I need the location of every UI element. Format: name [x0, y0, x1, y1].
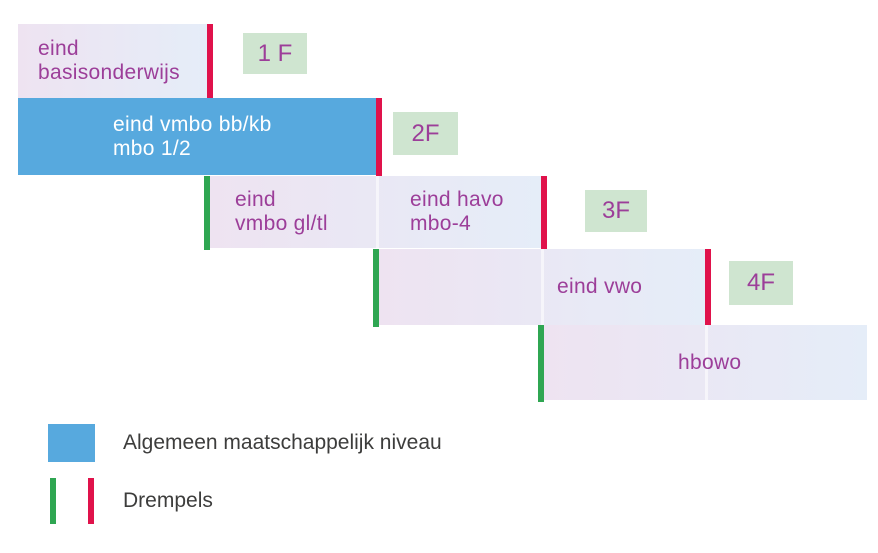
bar-eind-vmbo-bb-kb: eind vmbo bb/kb mbo 1/2 [18, 98, 376, 175]
bar-eind-vmbo-bb-kb-label: eind vmbo bb/kb mbo 1/2 [18, 98, 376, 175]
bar-vmbo-gltl-havo-mbo4: eind vmbo gl/tl eind havo mbo-4 [210, 176, 541, 248]
label-line: eind [38, 37, 79, 60]
legend-green-threshold-tick [50, 478, 56, 524]
label-line: basisonderwijs [38, 61, 180, 84]
label-line: eind havo [410, 188, 504, 211]
bar-eind-vwo: eind vwo [379, 249, 705, 325]
label-line: eind vwo [557, 275, 643, 298]
bar-hbowo-label: hbowo [678, 351, 741, 375]
bar-section-seam [541, 249, 544, 325]
threshold-red-line-4f [705, 249, 711, 328]
level-badge-1f-label: 1 F [257, 39, 293, 67]
level-badge-2f: 2F [393, 112, 458, 155]
level-badge-4f: 4F [729, 261, 793, 305]
bar-section-seam [705, 325, 708, 400]
level-badge-3f-label: 3F [601, 197, 630, 224]
level-badge-2f-label: 2F [411, 119, 440, 147]
label-line: hbowo [678, 350, 742, 374]
threshold-red-line-1f [207, 24, 213, 100]
label-line: mbo 1/2 [113, 136, 191, 160]
level-badge-3f: 3F [585, 190, 647, 232]
label-line: eind [235, 188, 276, 211]
level-badge-4f-label: 4F [746, 269, 775, 296]
label-line: mbo-4 [410, 212, 472, 235]
bar-eind-basisonderwijs: eind basisonderwijs [18, 24, 207, 98]
legend-general-level-label: Algemeen maatschappelijk niveau [123, 431, 442, 454]
bar-hbowo: hbowo [544, 325, 867, 400]
legend-thresholds-label: Drempels [123, 489, 213, 512]
threshold-green-line-3f [538, 325, 544, 402]
legend-red-threshold-tick [88, 478, 94, 524]
threshold-red-line-3f [541, 176, 547, 251]
bar-section-seam [376, 176, 379, 248]
legend-blue-swatch [48, 424, 95, 462]
bar-eind-vwo-label: eind vwo [557, 275, 642, 299]
level-badge-1f: 1 F [243, 33, 307, 74]
bar-eind-havo-mbo-4-label: eind havo mbo-4 [410, 188, 504, 236]
bar-eind-basisonderwijs-label: eind basisonderwijs [18, 24, 207, 98]
label-line: eind vmbo bb/kb [113, 112, 272, 136]
label-line: vmbo gl/tl [235, 212, 328, 235]
bar-eind-vmbo-gl-tl-label: eind vmbo gl/tl [235, 188, 328, 236]
threshold-red-line-2f [376, 98, 382, 178]
threshold-green-line-2f [373, 249, 379, 327]
threshold-green-line-1f [204, 176, 210, 250]
